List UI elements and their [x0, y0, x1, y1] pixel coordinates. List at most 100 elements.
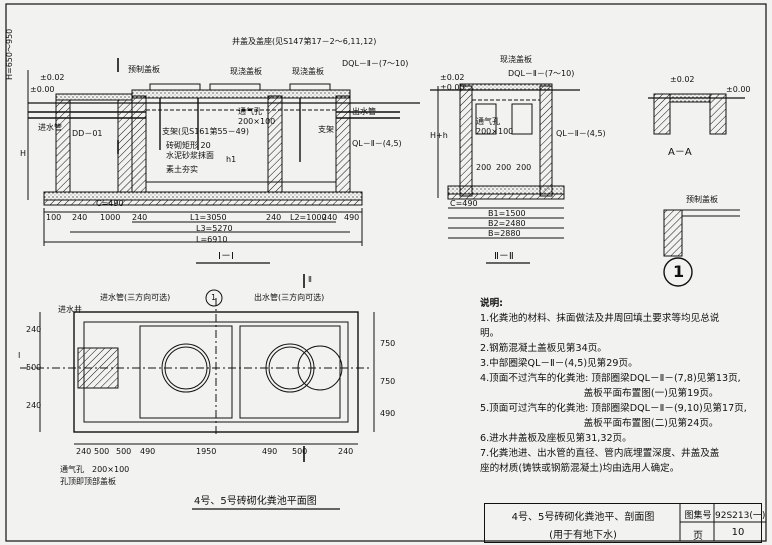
dim-5: 240 [266, 213, 282, 222]
ddb-label: DD－01 [72, 129, 103, 138]
plan-view [20, 274, 375, 462]
dim-0: 100 [46, 213, 62, 222]
title-block: 4号、5号砖砌化粪池平、剖面图 (用于有地下水) 图集号 92S213(一) 页… [484, 503, 766, 543]
note-line: 座的材质(铸铁或钢筋混凝土)均由选用人确定。 [480, 463, 680, 474]
page-label: 页 [693, 531, 703, 542]
detail-level: ±0.02 [670, 75, 695, 84]
precast-slab-label: 预制盖板 [128, 65, 160, 74]
plan-tag-circle [205, 289, 223, 307]
outlet-pipe-label: 出水管 [352, 107, 376, 116]
plan-outlet-label: 出水管(三方向可选) [254, 293, 325, 302]
sheet-index-circle [663, 257, 693, 287]
L-label: L=6910 [196, 235, 228, 244]
section-level-2: ±0.02 [440, 73, 465, 82]
dim-6: L2=1000 [290, 213, 327, 222]
plaster-label: 水泥砂浆抹面 [166, 151, 214, 160]
section-vent: 通气孔 [476, 117, 500, 126]
beam-ql-label: QL－Ⅱ－(4,5) [352, 139, 402, 148]
detail-level-2: ±0.00 [726, 85, 751, 94]
detail-precast: 预制盖板 [686, 195, 718, 204]
plan-dim-1: 500 [94, 447, 110, 456]
beam-label: DQL－Ⅱ－(7～10) [342, 59, 409, 68]
section-c-label: C=490 [450, 199, 478, 208]
depth-label: H=650～950 [5, 28, 14, 80]
vent-size-label: 200×100 [238, 117, 276, 126]
section-dim-1: 200 [496, 163, 512, 172]
section-beam: DQL－Ⅱ－(7～10) [508, 69, 575, 78]
plan-left-dim-0: 240 [26, 325, 42, 334]
h1-label: h1 [226, 155, 237, 164]
plan-inlet-well: 进水井 [58, 305, 82, 314]
section-cast-slab: 现浇盖板 [500, 55, 532, 64]
atlas-label: 图集号 [684, 511, 712, 521]
plan-dim-6: 500 [292, 447, 308, 456]
plan-left-dim-1: 500 [26, 363, 42, 372]
plan-right-dim-1: 750 [380, 377, 396, 386]
section-dim-2: 200 [516, 163, 532, 172]
note-line: 2.钢筋混凝土盖板见第34页。 [480, 343, 607, 354]
plan-dim-2: 500 [116, 447, 132, 456]
plan-right-dim-0: 750 [380, 339, 396, 348]
note-line: 明。 [480, 328, 500, 339]
section-ii-ii [430, 83, 580, 239]
section-h-label: H+h [430, 131, 448, 140]
atlas-value: 92S213(一) [715, 511, 766, 521]
plan-caption: 4号、5号砖砌化粪池平面图 [194, 496, 317, 507]
dim-2: 1000 [100, 213, 121, 222]
support-label: 支架 [318, 125, 334, 134]
plan-dim-0: 240 [76, 447, 92, 456]
floor-label: 素土夯实 [166, 165, 198, 174]
filler-label: 砖砌矩形 20 [166, 141, 211, 150]
elevation-i-i [27, 58, 420, 246]
note-line: 4.顶面不过汽车的化粪池: 顶部圈梁DQL－Ⅱ－(7,8)见第13页, [480, 373, 741, 384]
support-ref-label: 支架(见S161第55－49) [162, 127, 249, 136]
note-line: 5.顶面可过汽车的化粪池: 顶部圈梁DQL－Ⅱ－(9,10)见第17页, [480, 403, 747, 414]
plan-vent-note-1: 通气孔 [60, 465, 84, 474]
plan-dim-3: 490 [140, 447, 156, 456]
cast-slab-label-2: 现浇盖板 [292, 67, 324, 76]
plan-vent-size: 200×100 [92, 465, 130, 474]
note-line: 7.化粪池进、出水管的直径、管内底埋置深度、井盖及盖 [480, 448, 720, 459]
level-1: ±0.00 [30, 85, 55, 94]
sheet-index-number: 1 [673, 262, 685, 281]
dim-1: 240 [72, 213, 88, 222]
detail-caption: A－A [668, 147, 692, 158]
page-value: 10 [731, 527, 745, 538]
vent-hole-label: 通气孔 [238, 107, 262, 116]
plan-mark-II: Ⅱ [308, 275, 312, 284]
section-B1: B1=1500 [488, 209, 526, 218]
section-B2: B2=2480 [488, 219, 526, 228]
sheet-border [5, 3, 767, 542]
plan-dim-7: 240 [338, 447, 354, 456]
inlet-pipe-label: 进水管 [38, 123, 62, 132]
c-label: C=490 [96, 199, 124, 208]
plan-dim-4: 1950 [196, 447, 217, 456]
dim-8: 490 [344, 213, 360, 222]
note-line: 盖板平面布置图(一)见第19页。 [480, 388, 719, 399]
cover-note: 井盖及盖座(见S147第17－2～6,11,12) [232, 37, 377, 46]
note-line: 6.进水井盖板及座板见第31,32页。 [480, 433, 632, 444]
plan-right-dim-2: 490 [380, 409, 396, 418]
plan-vent-note-2: 孔顶即顶部盖板 [60, 477, 116, 486]
cast-slab-label-1: 现浇盖板 [230, 67, 262, 76]
title-line-2: (用于有地下水) [549, 530, 617, 541]
design-notes: 说明: 1.化粪池的材料、抹面做法及井周回填土要求等均见总说 明。 2.钢筋混凝… [480, 296, 770, 476]
section-caption: Ⅱ－Ⅱ [494, 251, 514, 262]
plan-inlet-label: 进水管(三方向可选) [100, 293, 171, 302]
detail-a-a [648, 93, 745, 257]
note-line: 3.中部圈梁QL－Ⅱ－(4,5)见第29页。 [480, 358, 638, 369]
note-line: 1.化粪池的材料、抹面做法及井周回填土要求等均见总说 [480, 313, 720, 324]
plan-tag: 1 [211, 293, 217, 302]
section-beam-ql: QL－Ⅱ－(4,5) [556, 129, 606, 138]
note-line: 盖板平面布置图(二)见第24页。 [480, 418, 719, 429]
dim-3: 240 [132, 213, 148, 222]
section-B: B=2880 [488, 229, 521, 238]
dim-7: 240 [322, 213, 338, 222]
L3-label: L3=5270 [196, 224, 233, 233]
notes-heading: 说明: [480, 298, 504, 309]
title-line-1: 4号、5号砖砌化粪池平、剖面图 [511, 512, 655, 523]
level-2: ±0.02 [40, 73, 65, 82]
elevation-caption: I－I [218, 251, 234, 262]
plan-left-dim-2: 240 [26, 401, 42, 410]
